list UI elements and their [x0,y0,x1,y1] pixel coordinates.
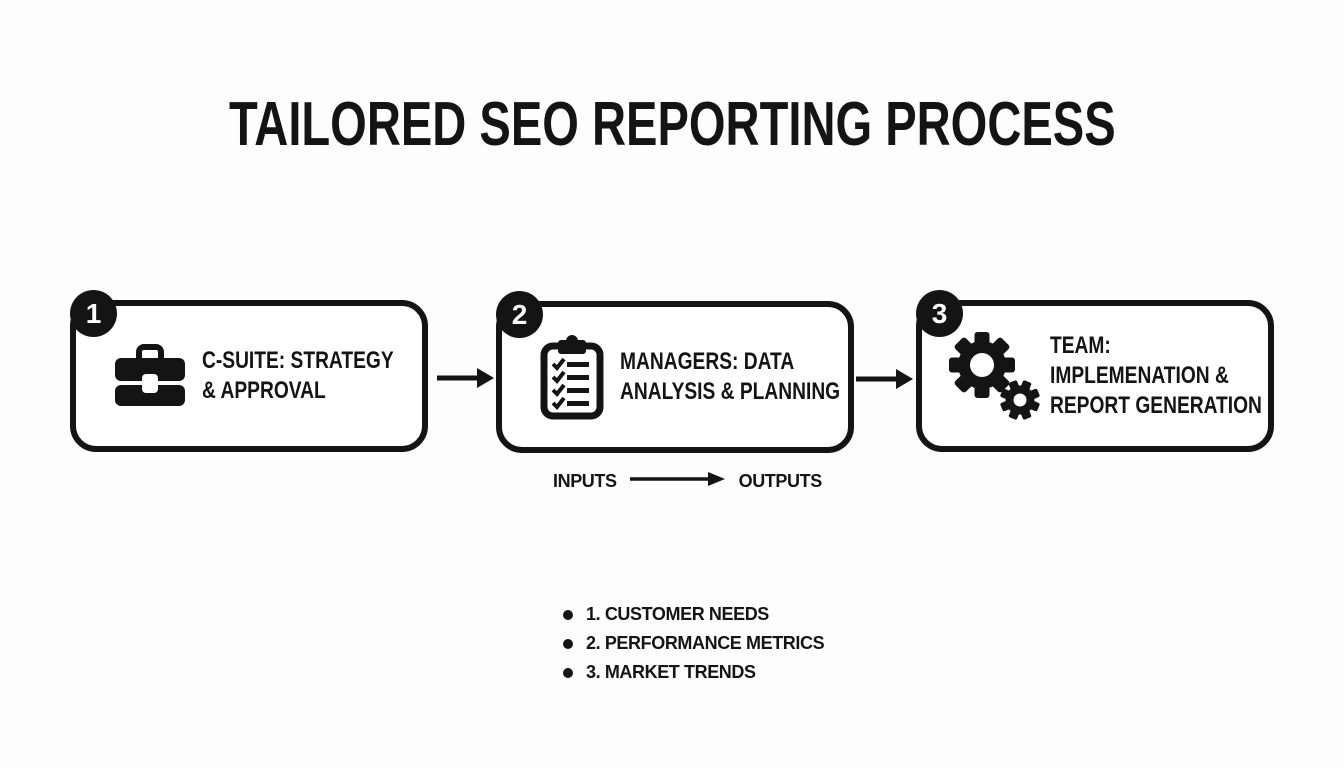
step-1-number: 1 [85,297,102,329]
step-1-number-badge: 1 [70,290,117,337]
inputs-label: INPUTS [553,471,617,491]
inputs-outputs-arrow-icon [629,470,726,493]
step-3-number-badge: 3 [916,290,963,337]
briefcase-icon [112,343,188,409]
page-title: TAILORED SEO REPORTING PROCESS [0,94,1344,156]
step-box-csuite: 1 C-SUITE: STRATEGY & APPROVAL [70,290,428,452]
gears-icon [948,332,1042,420]
list-item: 1. CUSTOMER NEEDS [563,600,824,629]
step-box-managers: 2 MANAGERS: DATA ANALYSIS & PLANNING [496,291,854,453]
inputs-outputs-legend: INPUTS OUTPUTS [553,470,822,493]
bullet-icon [563,638,573,649]
bullet-icon [563,609,573,620]
list-item-text: 3. MARKET TRENDS [586,662,756,682]
page-title-text: TAILORED SEO REPORTING PROCESS [228,90,1116,159]
list-item-text: 2. PERFORMANCE METRICS [586,633,825,653]
inputs-list: 1. CUSTOMER NEEDS 2. PERFORMANCE METRICS… [563,600,825,687]
flow-arrow-icon [436,363,496,393]
step-box-team: 3 [916,290,1274,452]
clipboard-checklist-icon [538,333,606,421]
flow-arrow-icon [855,364,915,394]
outputs-label: OUTPUTS [738,471,823,491]
list-item: 2. PERFORMANCE METRICS [563,629,825,658]
step-2-number-badge: 2 [496,291,543,338]
step-1-label: C-SUITE: STRATEGY & APPROVAL [202,347,394,404]
step-3-label: TEAM: IMPLEMENATION & REPORT GENERATION [1050,332,1262,419]
step-2-label: MANAGERS: DATA ANALYSIS & PLANNING [620,348,841,405]
bullet-icon [563,667,573,678]
list-item: 3. MARKET TRENDS [563,658,824,687]
step-3-number: 3 [931,297,948,329]
step-2-number: 2 [511,298,528,330]
list-item-text: 1. CUSTOMER NEEDS [586,604,769,624]
